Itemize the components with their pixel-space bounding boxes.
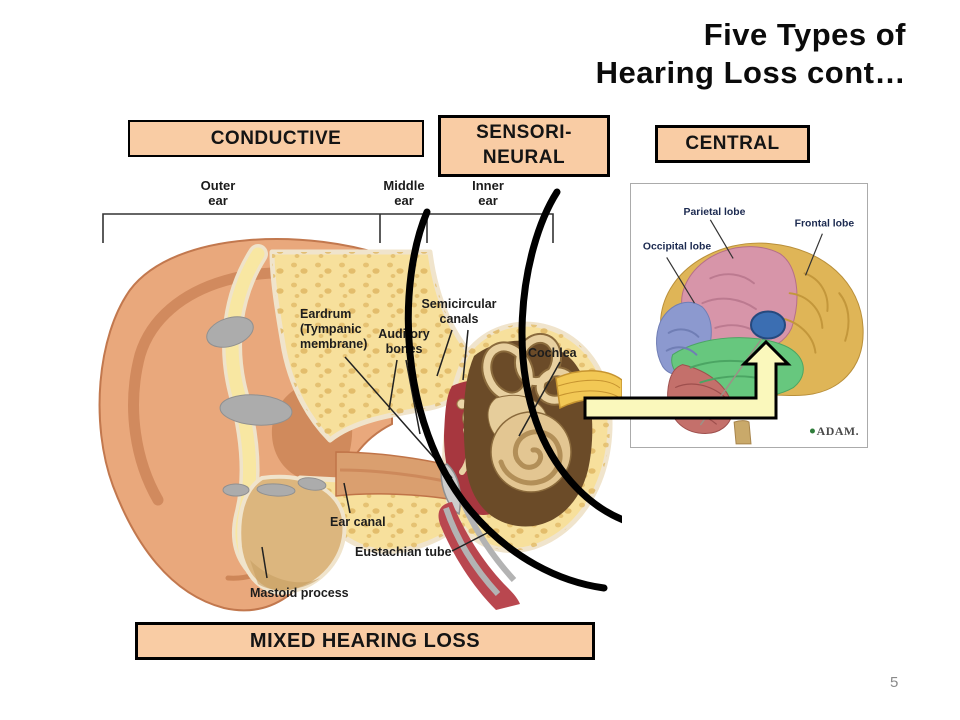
brain-figure-panel: Parietal lobe Frontal lobe Occipital lob… bbox=[630, 183, 868, 448]
parietal-lobe-label: Parietal lobe bbox=[684, 207, 746, 218]
inner-ear-illustration bbox=[463, 332, 622, 527]
semicircular-canals-label-line1: Semicircular bbox=[421, 297, 496, 311]
eustachian-tube-label: Eustachian tube bbox=[355, 545, 452, 559]
cartilage-blobs bbox=[206, 316, 327, 497]
adam-logo-leaf-icon bbox=[809, 428, 815, 434]
brain-lobes bbox=[656, 242, 864, 445]
frontal-lobe-label: Frontal lobe bbox=[795, 219, 855, 230]
slide-title-line1: Five Types of bbox=[703, 17, 906, 52]
central-box: CENTRAL bbox=[655, 125, 810, 163]
auditory-bones-label-line1: Auditory bbox=[378, 327, 429, 341]
cochlea-illustration bbox=[490, 411, 572, 493]
sensorineural-box-label: SENSORI-NEURAL bbox=[476, 122, 572, 168]
page-number: 5 bbox=[890, 674, 899, 691]
mastoid-process-label: Mastoid process bbox=[250, 586, 349, 600]
adam-logo: ADAM. bbox=[809, 424, 859, 438]
inner-ear-label-line1: Inner bbox=[472, 178, 504, 193]
mixed-hearing-loss-box-label: MIXED HEARING LOSS bbox=[249, 629, 481, 652]
mixed-hearing-loss-box: MIXED HEARING LOSS bbox=[135, 622, 595, 660]
semicircular-canals-label-line2: canals bbox=[440, 312, 479, 326]
ear-part-labels: Eardrum (Tympanic membrane) Auditory bon… bbox=[250, 297, 578, 600]
eardrum-label-line1: Eardrum bbox=[300, 307, 351, 321]
ear-canal-label: Ear canal bbox=[330, 515, 386, 529]
slide-title-line2: Hearing Loss cont… bbox=[595, 54, 906, 90]
slide-title: Five Types of Hearing Loss cont… bbox=[596, 16, 906, 92]
auditory-bones-label-line2: bones bbox=[386, 342, 423, 356]
ear-region-labels: Outer ear Middle ear Inner ear bbox=[201, 178, 504, 208]
conductive-box-label: CONDUCTIVE bbox=[210, 127, 342, 149]
eardrum-label-line2: (Tympanic bbox=[300, 322, 362, 336]
outer-ear-label-line1: Outer bbox=[201, 178, 236, 193]
hearing-loss-divider-arcs bbox=[404, 188, 622, 592]
sensorineural-box: SENSORI-NEURAL bbox=[438, 115, 610, 177]
occipital-lobe-label: Occipital lobe bbox=[643, 242, 711, 253]
mastoid-process-illustration bbox=[237, 474, 347, 595]
cochlea-label: Cochlea bbox=[528, 346, 578, 360]
outer-ear-label-line2: ear bbox=[208, 193, 228, 208]
brain-figure: Parietal lobe Frontal lobe Occipital lob… bbox=[643, 207, 864, 445]
adam-logo-text: ADAM. bbox=[817, 424, 859, 438]
brainstem-shape bbox=[733, 420, 752, 445]
ear-canal-illustration bbox=[335, 451, 459, 501]
central-box-label: CENTRAL bbox=[685, 133, 780, 154]
middle-ear-label-line2: ear bbox=[394, 193, 414, 208]
brain-labels: Parietal lobe Frontal lobe Occipital lob… bbox=[643, 207, 854, 253]
ear-region-bracket bbox=[102, 213, 554, 243]
ear-anatomy-figure: Outer ear Middle ear Inner ear bbox=[98, 178, 622, 612]
inner-ear-label-line2: ear bbox=[478, 193, 498, 208]
middle-ear-label-line1: Middle bbox=[383, 178, 424, 193]
eardrum-label-line3: membrane) bbox=[300, 337, 367, 351]
conductive-box: CONDUCTIVE bbox=[128, 120, 424, 157]
brain-pointer-lines bbox=[666, 219, 823, 304]
